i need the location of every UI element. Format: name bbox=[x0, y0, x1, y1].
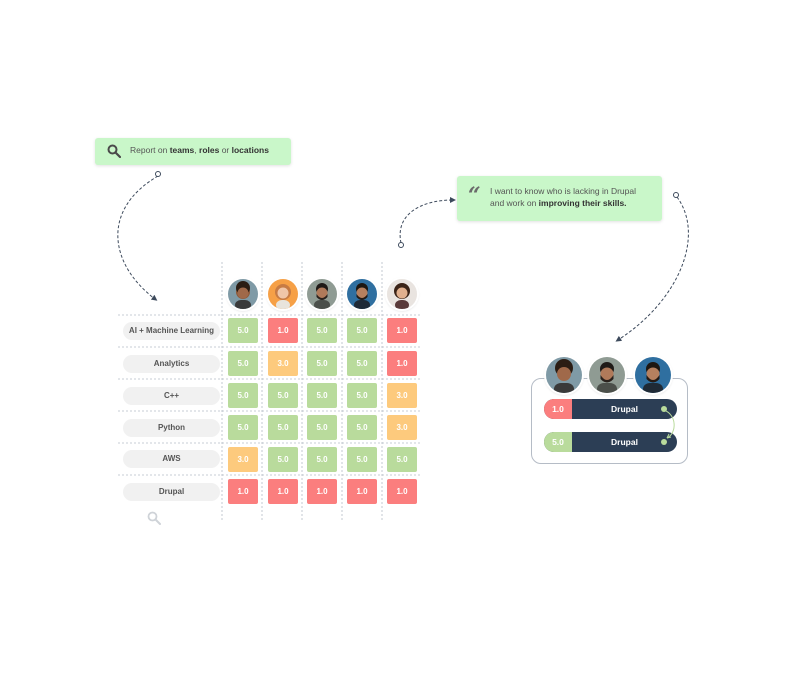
row-label-analytics: Analytics bbox=[123, 355, 220, 373]
score-cell[interactable]: 1.0 bbox=[268, 479, 298, 504]
score-cell[interactable]: 5.0 bbox=[228, 318, 258, 343]
pill-score: 1.0 bbox=[544, 399, 572, 419]
avatar-card-person-1[interactable] bbox=[546, 357, 582, 393]
score-cell[interactable]: 5.0 bbox=[268, 415, 298, 440]
drupal-pill-low[interactable]: 1.0 Drupal bbox=[544, 399, 677, 419]
pill-connector bbox=[663, 409, 675, 439]
score-cell[interactable]: 5.0 bbox=[228, 351, 258, 376]
avatar-card-person-3[interactable] bbox=[635, 357, 671, 393]
pill-dot bbox=[661, 439, 667, 445]
score-cell[interactable]: 1.0 bbox=[228, 479, 258, 504]
score-cell[interactable]: 3.0 bbox=[228, 447, 258, 472]
avatar-person-3[interactable] bbox=[307, 279, 337, 309]
drupal-pill-high[interactable]: 5.0 Drupal bbox=[544, 432, 677, 452]
score-cell[interactable]: 5.0 bbox=[268, 447, 298, 472]
score-cell[interactable]: 1.0 bbox=[387, 479, 417, 504]
search-icon[interactable] bbox=[147, 511, 161, 525]
score-cell[interactable]: 5.0 bbox=[228, 415, 258, 440]
score-cell[interactable]: 5.0 bbox=[347, 415, 377, 440]
score-cell[interactable]: 3.0 bbox=[268, 351, 298, 376]
score-cell[interactable]: 5.0 bbox=[307, 415, 337, 440]
score-cell[interactable]: 1.0 bbox=[387, 318, 417, 343]
quote-icon: “ bbox=[468, 183, 481, 209]
score-cell[interactable]: 1.0 bbox=[307, 479, 337, 504]
score-cell[interactable]: 5.0 bbox=[347, 447, 377, 472]
avatar-person-4[interactable] bbox=[347, 279, 377, 309]
score-cell[interactable]: 5.0 bbox=[307, 447, 337, 472]
row-label-ai-ml: AI + Machine Learning bbox=[123, 322, 220, 340]
score-cell[interactable]: 5.0 bbox=[307, 383, 337, 408]
row-label-cpp: C++ bbox=[123, 387, 220, 405]
avatar-person-5[interactable] bbox=[387, 279, 417, 309]
score-cell[interactable]: 3.0 bbox=[387, 415, 417, 440]
pill-score: 5.0 bbox=[544, 432, 572, 452]
avatar-person-1[interactable] bbox=[228, 279, 258, 309]
search-callout-text: Report on teams, roles or locations bbox=[130, 145, 269, 155]
score-cell[interactable]: 5.0 bbox=[228, 383, 258, 408]
pill-skill: Drupal bbox=[611, 437, 638, 447]
score-cell[interactable]: 3.0 bbox=[387, 383, 417, 408]
search-callout: Report on teams, roles or locations bbox=[95, 138, 291, 165]
score-cell[interactable]: 5.0 bbox=[387, 447, 417, 472]
pill-dot bbox=[661, 406, 667, 412]
score-cell[interactable]: 5.0 bbox=[347, 318, 377, 343]
score-cell[interactable]: 1.0 bbox=[268, 318, 298, 343]
score-cell[interactable]: 5.0 bbox=[347, 383, 377, 408]
search-icon bbox=[107, 144, 121, 158]
pill-skill: Drupal bbox=[611, 404, 638, 414]
avatar-person-2[interactable] bbox=[268, 279, 298, 309]
row-label-drupal: Drupal bbox=[123, 483, 220, 501]
avatar-card-person-2[interactable] bbox=[589, 357, 625, 393]
score-cell[interactable]: 1.0 bbox=[387, 351, 417, 376]
row-label-python: Python bbox=[123, 419, 220, 437]
score-cell[interactable]: 5.0 bbox=[307, 318, 337, 343]
score-cell[interactable]: 5.0 bbox=[307, 351, 337, 376]
score-cell[interactable]: 5.0 bbox=[268, 383, 298, 408]
row-label-aws: AWS bbox=[123, 450, 220, 468]
score-cell[interactable]: 5.0 bbox=[347, 351, 377, 376]
score-cell[interactable]: 1.0 bbox=[347, 479, 377, 504]
quote-callout: “ I want to know who is lacking in Drupa… bbox=[457, 176, 662, 221]
